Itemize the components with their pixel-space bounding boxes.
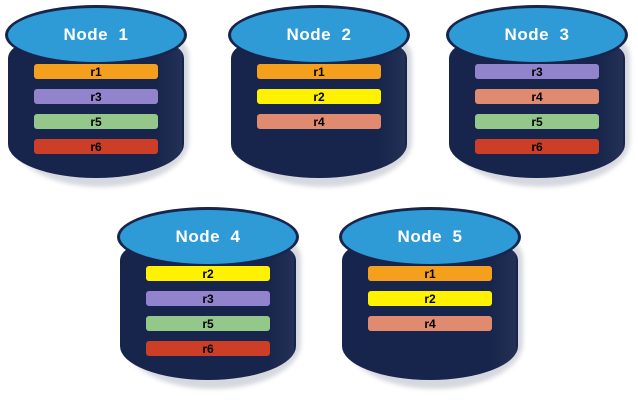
database-node-2[interactable]: Node 2 r1 r2 r4 — [231, 8, 413, 190]
cylinder-top-ellipse-icon — [120, 210, 296, 264]
record-bar[interactable]: r6 — [34, 139, 158, 154]
record-bar[interactable]: r2 — [257, 89, 381, 104]
record-bar[interactable]: r2 — [146, 266, 270, 281]
cylinder-top-ellipse-icon — [449, 8, 625, 62]
record-bar[interactable]: r1 — [368, 266, 492, 281]
record-list: r2 r3 r5 r6 — [120, 266, 296, 356]
record-bar[interactable]: r4 — [475, 89, 599, 104]
database-node-4[interactable]: Node 4 r2 r3 r5 r6 — [120, 210, 302, 392]
cylinder-top-ellipse-icon — [8, 8, 184, 62]
node-title: Node 5 — [397, 227, 463, 246]
record-bar[interactable]: r2 — [368, 291, 492, 306]
record-bar[interactable]: r1 — [257, 64, 381, 79]
record-bar[interactable]: r3 — [34, 89, 158, 104]
record-list: r3 r4 r5 r6 — [449, 64, 625, 154]
database-node-5[interactable]: Node 5 r1 r2 r4 — [342, 210, 524, 392]
database-node-3[interactable]: Node 3 r3 r4 r5 r6 — [449, 8, 631, 190]
record-bar[interactable]: r5 — [146, 316, 270, 331]
record-list: r1 r2 r4 — [342, 266, 518, 331]
record-bar[interactable]: r1 — [34, 64, 158, 79]
cylinder-top-ellipse-icon — [231, 8, 407, 62]
record-bar[interactable]: r5 — [34, 114, 158, 129]
node-title: Node 3 — [504, 25, 570, 44]
node-title: Node 2 — [286, 25, 352, 44]
record-bar[interactable]: r6 — [475, 139, 599, 154]
record-bar[interactable]: r3 — [475, 64, 599, 79]
node-title: Node 4 — [175, 227, 241, 246]
node-title: Node 1 — [63, 25, 129, 44]
record-list: r1 r3 r5 r6 — [8, 64, 184, 154]
cylinder-top-ellipse-icon — [342, 210, 518, 264]
record-bar[interactable]: r4 — [368, 316, 492, 331]
record-bar[interactable]: r6 — [146, 341, 270, 356]
record-bar[interactable]: r4 — [257, 114, 381, 129]
database-node-1[interactable]: Node 1 r1 r3 r5 r6 — [8, 8, 190, 190]
record-bar[interactable]: r3 — [146, 291, 270, 306]
record-bar[interactable]: r5 — [475, 114, 599, 129]
record-list: r1 r2 r4 — [231, 64, 407, 129]
